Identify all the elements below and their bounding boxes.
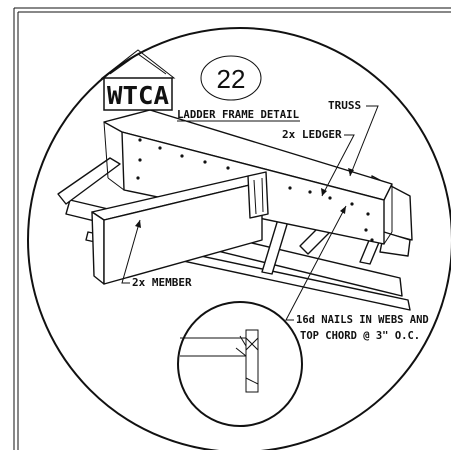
truss-leader — [348, 105, 379, 177]
member-leader — [121, 219, 141, 284]
wtca-logo: WTCA — [100, 49, 176, 111]
logo-text: WTCA — [107, 81, 169, 110]
page-frame — [13, 7, 451, 450]
callout-truss: TRUSS — [328, 99, 361, 112]
hanger-connector — [247, 171, 269, 219]
member-board — [91, 175, 263, 285]
inset-section-detail — [177, 301, 303, 427]
nails-leader — [285, 205, 347, 321]
ledger-leader — [321, 134, 355, 197]
callout-member: 2x MEMBER — [132, 276, 192, 289]
callout-nails-line2: TOP CHORD @ 3" O.C. — [300, 330, 420, 342]
ledger-nails — [136, 138, 374, 242]
detail-number-badge: 22 — [200, 55, 262, 101]
callout-ledger: 2x LEDGER — [282, 128, 342, 141]
detail-circle — [27, 27, 451, 450]
detail-number: 22 — [217, 64, 246, 94]
detail-title: LADDER FRAME DETAIL — [177, 108, 299, 121]
callout-nails-line1: 16d NAILS IN WEBS AND — [296, 314, 429, 326]
